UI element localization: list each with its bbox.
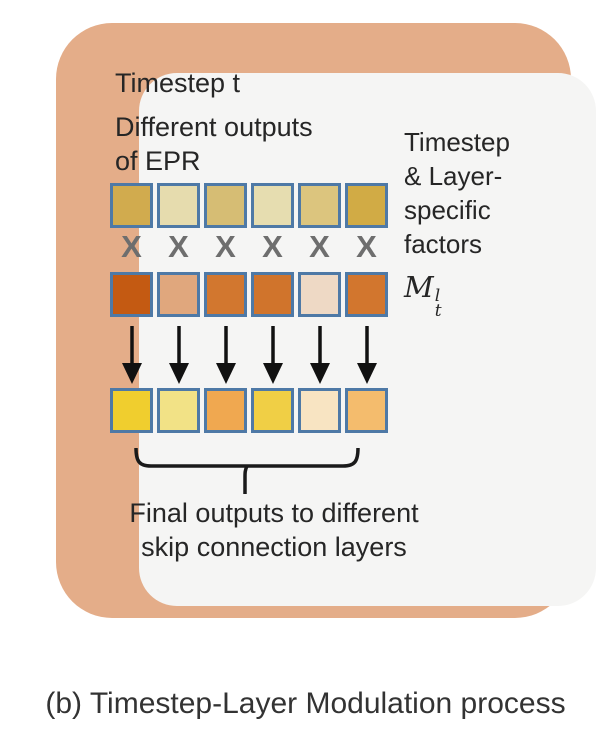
factors-label-line1: Timestep <box>404 127 510 157</box>
grouping-brace <box>132 446 362 496</box>
final-outputs-row <box>110 388 388 433</box>
epr-output-square <box>298 183 341 228</box>
factor-square <box>204 272 247 317</box>
final-outputs-label-line1: Final outputs to different <box>129 498 419 528</box>
factors-label-line2: & Layer- <box>404 161 503 191</box>
epr-output-square <box>157 183 200 228</box>
factor-square <box>251 272 294 317</box>
timestep-title: Timestep t <box>115 68 241 98</box>
epr-outputs-label-line1: Different outputs <box>115 112 313 142</box>
epr-output-square <box>345 183 388 228</box>
multiply-symbol: X <box>168 229 189 264</box>
final-outputs-label: Final outputs to different skip connecti… <box>108 496 440 564</box>
final-output-square <box>298 388 341 433</box>
epr-output-square <box>204 183 247 228</box>
modulation-factor-base: M <box>404 270 434 304</box>
modulation-factor-superscript: l <box>434 286 441 306</box>
final-output-square <box>157 388 200 433</box>
epr-outputs-label: Different outputs of EPR <box>115 110 313 178</box>
epr-output-square <box>251 183 294 228</box>
multiply-symbol: X <box>121 229 142 264</box>
factors-row <box>110 272 388 317</box>
factor-square <box>345 272 388 317</box>
factors-label: Timestep & Layer- specific factors <box>404 125 510 261</box>
epr-outputs-row <box>110 183 388 228</box>
down-arrow-icon <box>157 325 200 385</box>
final-output-square <box>204 388 247 433</box>
multiply-symbol: X <box>262 229 283 264</box>
down-arrow-icon <box>345 325 388 385</box>
factors-label-line3: specific <box>404 195 491 225</box>
modulation-factor-subscript: t <box>434 301 442 321</box>
factor-square <box>110 272 153 317</box>
multiply-symbol: X <box>215 229 236 264</box>
epr-outputs-label-line2: of EPR <box>115 146 201 176</box>
multiply-symbol: X <box>356 229 377 264</box>
figure-caption: (b) Timestep-Layer Modulation process <box>45 687 566 720</box>
down-arrow-icon <box>298 325 341 385</box>
final-output-square <box>345 388 388 433</box>
final-output-square <box>251 388 294 433</box>
factor-square <box>157 272 200 317</box>
factor-square <box>298 272 341 317</box>
down-arrow-icon <box>204 325 247 385</box>
arrows-row <box>110 325 388 385</box>
epr-output-square <box>110 183 153 228</box>
final-outputs-label-line2: skip connection layers <box>141 532 407 562</box>
multiply-symbol: X <box>309 229 330 264</box>
final-output-square <box>110 388 153 433</box>
down-arrow-icon <box>110 325 153 385</box>
down-arrow-icon <box>251 325 294 385</box>
factors-label-line4: factors <box>404 229 483 259</box>
